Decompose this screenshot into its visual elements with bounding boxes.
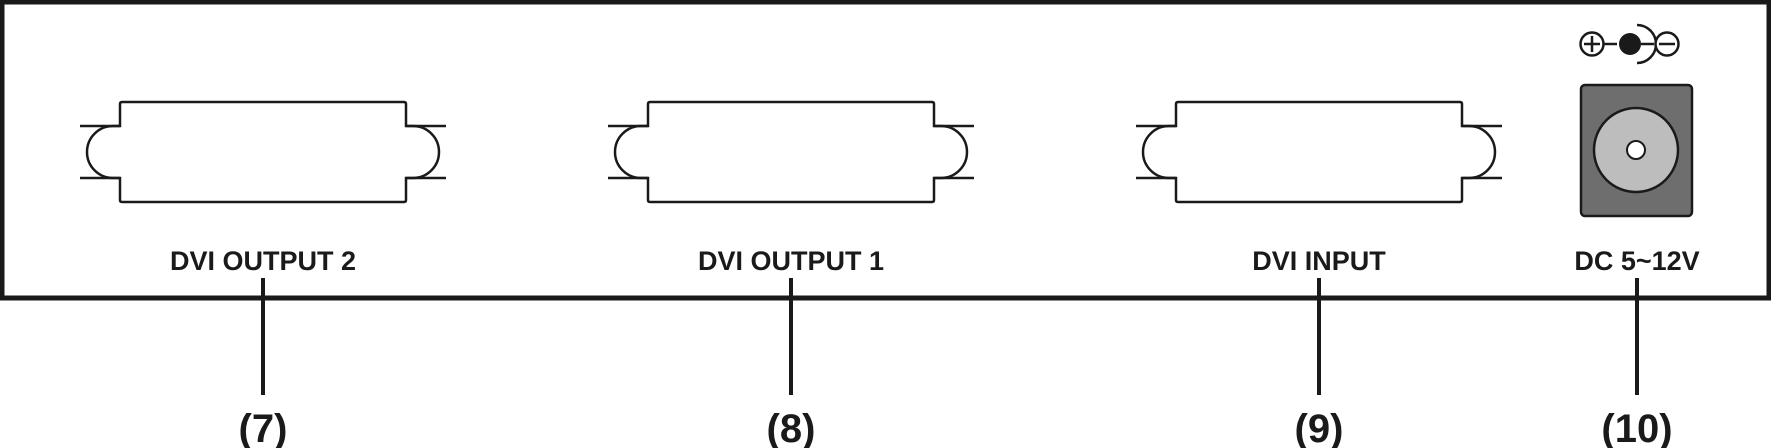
dvi-connector-icon (80, 100, 446, 204)
dvi-connector-icon (608, 100, 974, 204)
dvi-connector-icon (1136, 100, 1502, 204)
port-label-dvi-output-2: DVI OUTPUT 2 (170, 246, 356, 276)
callout-number-8: (8) (767, 407, 816, 448)
port-label-dvi-output-1: DVI OUTPUT 1 (698, 246, 884, 276)
port-label-dvi-input: DVI INPUT (1252, 246, 1386, 276)
callout-number-7: (7) (239, 407, 288, 448)
device-panel (0, 0, 1771, 301)
callout-number-9: (9) (1295, 407, 1344, 448)
center-positive-polarity-icon (1579, 23, 1680, 65)
port-label-dc-power: DC 5~12V (1574, 246, 1699, 276)
callout-number-10: (10) (1601, 407, 1672, 448)
dc-power-jack-icon (1579, 83, 1694, 218)
